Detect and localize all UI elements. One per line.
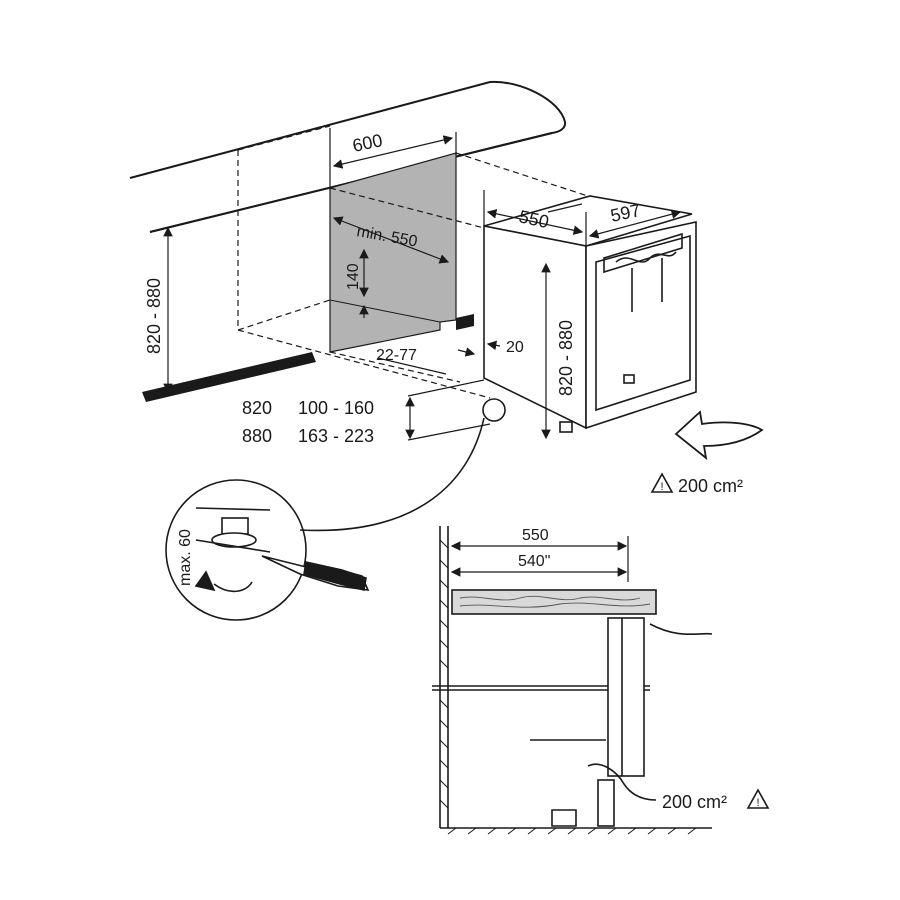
section-dimension-lines [450, 536, 629, 582]
airflow-arrow-top [674, 410, 764, 461]
worktop-section [451, 589, 657, 615]
label-appliance-height: 820 - 880 [556, 320, 576, 396]
label-max-adjust: max. 60 [177, 529, 194, 586]
label-plinth-offset: 22-77 [376, 347, 417, 364]
warning-icon-top: ! [650, 472, 674, 493]
warning-icon-bottom: ! [746, 788, 770, 809]
appliance [483, 195, 697, 433]
airflow-arrow-bottom [587, 623, 713, 801]
table-row-2-range: 163 - 223 [298, 426, 374, 446]
dimension-lines [163, 128, 682, 441]
label-plinth-height: 140 [345, 263, 362, 290]
section-view [432, 526, 712, 835]
label-niche-width: 600 [351, 130, 385, 156]
foot-detail [165, 398, 506, 621]
label-ventilation-bottom: 200 cm² [662, 792, 727, 812]
label-section-depth-inner: 540" [518, 553, 550, 570]
back-panel [329, 152, 457, 353]
label-section-depth-outer: 550 [522, 527, 549, 544]
svg-text:!: ! [756, 797, 759, 809]
table-row-1-range: 100 - 160 [298, 398, 374, 418]
label-ventilation-top: 200 cm² [678, 476, 743, 496]
table-row-1-height: 820 [242, 398, 272, 418]
label-gap: 20 [506, 339, 524, 356]
table-row-2-height: 880 [242, 426, 272, 446]
plinth-strip [142, 314, 474, 402]
svg-text:!: ! [660, 481, 663, 493]
label-niche-height: 820 - 880 [144, 278, 164, 354]
